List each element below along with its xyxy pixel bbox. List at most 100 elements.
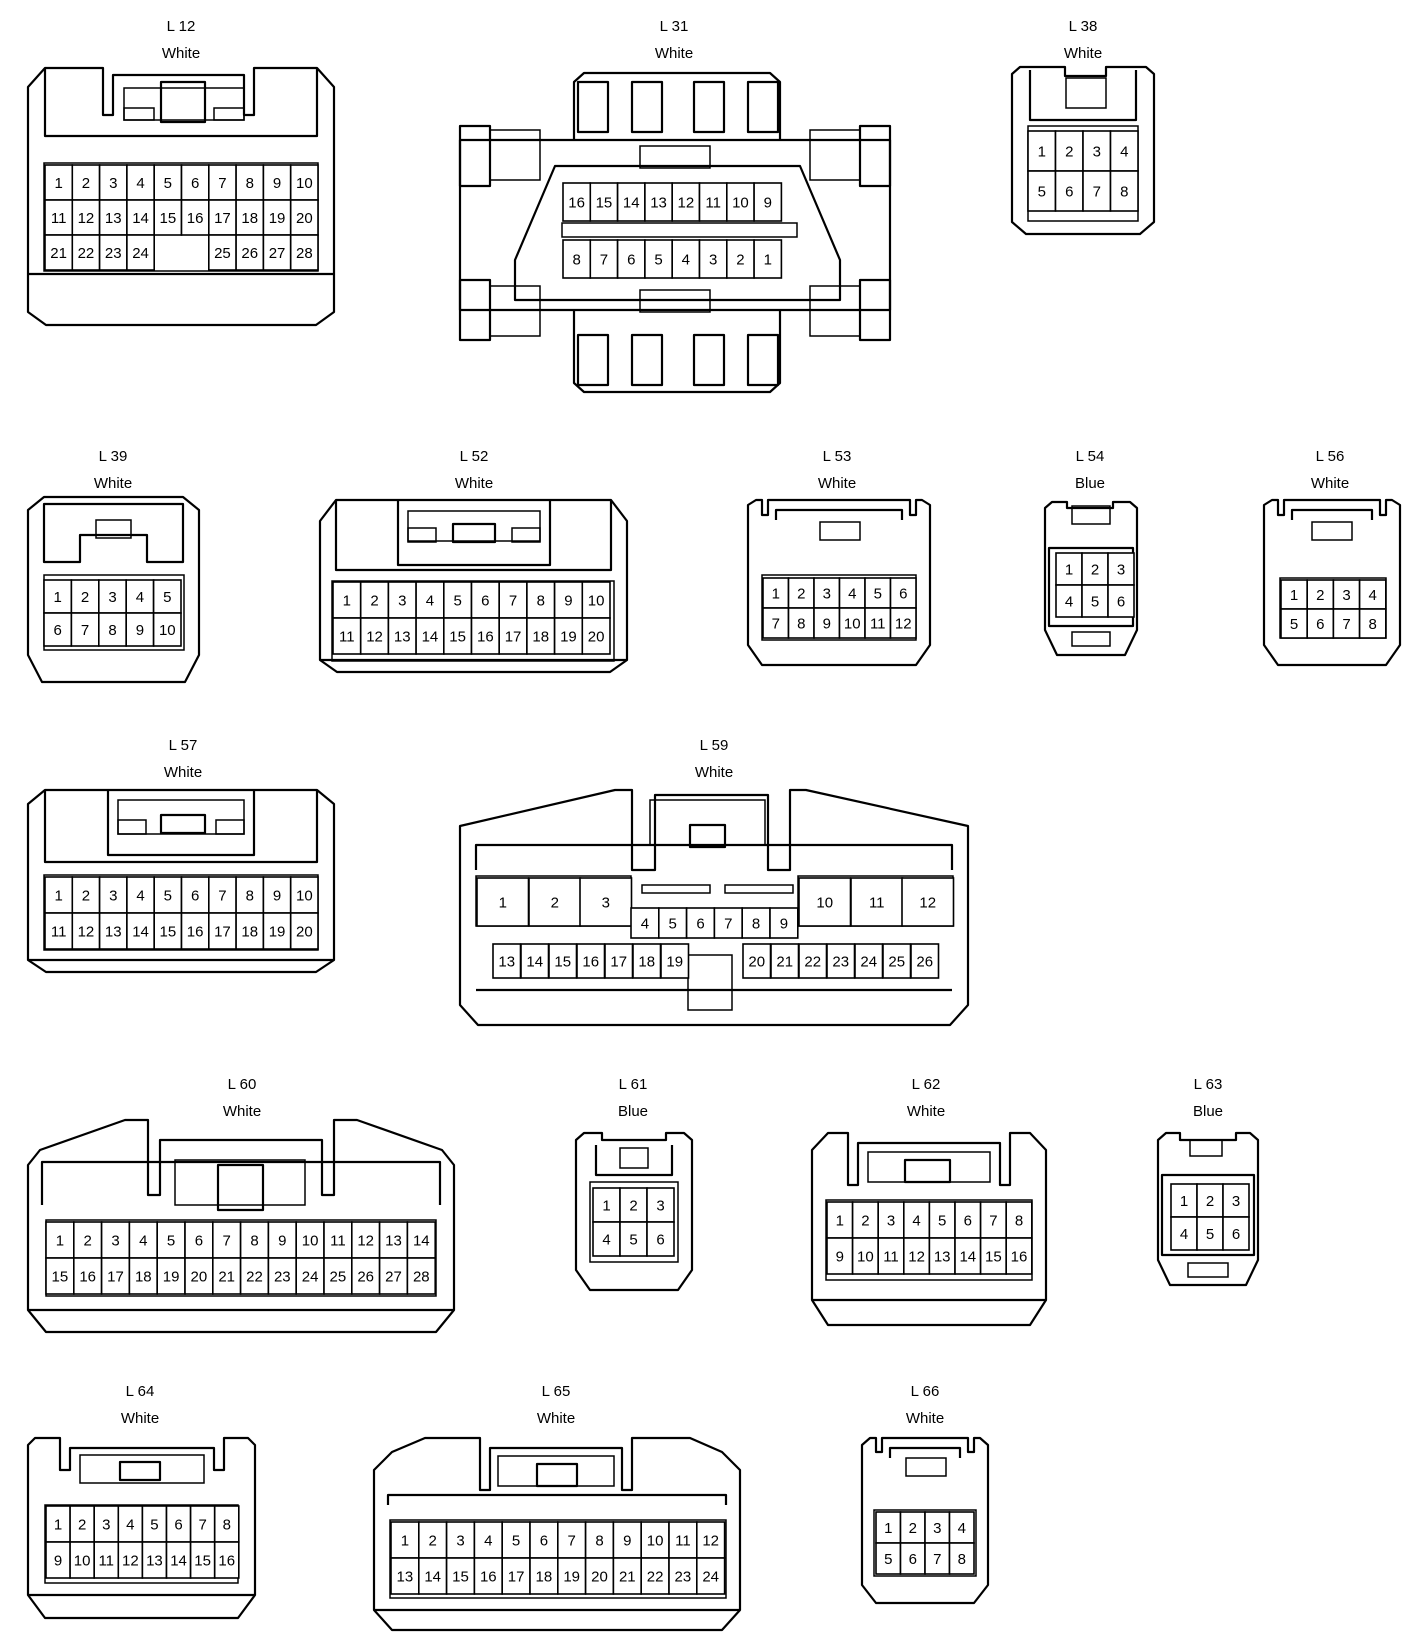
- l-60-pin-cell: [156, 1221, 186, 1259]
- l-57-pin-cell: [126, 876, 156, 914]
- l-53-pin-cell: [864, 577, 892, 609]
- l-60-pin-11: 11: [330, 1233, 346, 1250]
- l-56-pin-2: 2: [1316, 587, 1324, 604]
- l-64-pin-7: 7: [198, 1517, 206, 1534]
- l-60-pin-4: 4: [139, 1233, 147, 1250]
- l-66-pin-4: 4: [958, 1520, 966, 1537]
- l-31-housing-part: [639, 145, 711, 169]
- l-12-pin-cell: [262, 234, 292, 271]
- l-65-pin-9: 9: [623, 1533, 631, 1550]
- l-59-pin-15: 15: [554, 954, 571, 971]
- l-60-pin-cell: [378, 1257, 409, 1295]
- l-60-pin-18: 18: [135, 1269, 152, 1286]
- l-12-pin-28: 28: [296, 245, 313, 262]
- l-52-pin-cell: [581, 581, 611, 619]
- l-59-pin-14: 14: [526, 954, 543, 971]
- l-39-color-label: White: [94, 475, 132, 492]
- l-63-pin-3: 3: [1232, 1193, 1240, 1210]
- l-59-pin-cell: [660, 943, 690, 979]
- l-64-pin-cell: [69, 1505, 95, 1543]
- l-65-housing: [386, 1493, 728, 1505]
- l-62-pin-6: 6: [964, 1213, 972, 1230]
- l-60-pin-22: 22: [246, 1269, 263, 1286]
- l-61-housing: [574, 1131, 694, 1292]
- l-52-pin-cell: [332, 581, 362, 619]
- l-59-pin-19: 19: [666, 954, 683, 971]
- l-31-pin-3: 3: [709, 252, 717, 269]
- l-12-pin-cell: [289, 234, 319, 271]
- l-66-pin-cell: [875, 1542, 902, 1575]
- l-59-housing: [474, 843, 954, 870]
- l-66-pin-1: 1: [884, 1520, 892, 1537]
- l-59-pin-cell: [742, 943, 772, 979]
- l-57-pin-13: 13: [105, 924, 122, 941]
- l-31-housing-part: [746, 333, 780, 387]
- l-65-housing-part: [389, 1519, 727, 1599]
- l-31-pin-14: 14: [623, 195, 640, 212]
- l-57-housing-part: [159, 813, 207, 835]
- l-52-housing: [334, 500, 613, 572]
- l-59-pin-cell: [741, 907, 771, 939]
- l-59-housing-part: [687, 954, 733, 1011]
- l-60-pin-cell: [128, 1221, 158, 1259]
- l-54-pin-cell: [1107, 584, 1135, 618]
- l-62-color-label: White: [907, 1103, 945, 1120]
- l-31-housing-part: [746, 80, 780, 134]
- l-52-pin-12: 12: [366, 629, 383, 646]
- l-38-housing-part: [1065, 77, 1107, 109]
- l-60-pin-24: 24: [302, 1269, 319, 1286]
- l-59-pin-16: 16: [582, 954, 599, 971]
- l-12-pin-12: 12: [78, 210, 95, 227]
- l-59-pin-5: 5: [669, 916, 677, 933]
- l-12-pin-21: 21: [50, 245, 67, 262]
- l-59-pin-17: 17: [610, 954, 627, 971]
- l-38-pin-6: 6: [1065, 184, 1073, 201]
- l-65-pin-22: 22: [647, 1569, 664, 1586]
- l-64-pin-cell: [117, 1541, 144, 1579]
- l-66-pin-8: 8: [958, 1551, 966, 1568]
- l-65-pin-1: 1: [401, 1533, 409, 1550]
- l-31-id-label: L 31: [660, 18, 689, 35]
- l-38-pin-7: 7: [1093, 184, 1101, 201]
- l-12-pin-17: 17: [214, 210, 231, 227]
- l-66-pin-6: 6: [909, 1551, 917, 1568]
- l-31-housing-part: [561, 222, 798, 238]
- l-65-housing-part: [535, 1462, 579, 1488]
- l-64-pin-cell: [69, 1541, 95, 1579]
- l-12-pin-24: 24: [132, 245, 149, 262]
- l-62-pin-13: 13: [934, 1249, 951, 1266]
- l-57-pin-8: 8: [246, 888, 254, 905]
- l-62-housing: [810, 1131, 1048, 1327]
- l-53-pin-5: 5: [874, 586, 882, 603]
- l-31-pin-cell: [753, 239, 783, 279]
- l-59-pin-20: 20: [748, 954, 765, 971]
- l-59-pin-cell: [528, 877, 582, 927]
- l-12-pin-27: 27: [269, 245, 286, 262]
- l-64-pin-10: 10: [74, 1553, 91, 1570]
- l-63-pin-5: 5: [1206, 1226, 1214, 1243]
- l-64-pin-9: 9: [54, 1553, 62, 1570]
- l-54-pin-2: 2: [1091, 562, 1099, 579]
- l-63-pin-1: 1: [1180, 1193, 1188, 1210]
- l-62-pin-cell: [851, 1237, 879, 1275]
- l-57-pin-1: 1: [54, 888, 62, 905]
- l-12-pin-23: 23: [105, 245, 122, 262]
- l-59-pin-24: 24: [860, 954, 877, 971]
- l-60-pin-cell: [267, 1257, 297, 1295]
- l-31-pin-4: 4: [682, 252, 690, 269]
- l-61-pin-1: 1: [602, 1198, 610, 1215]
- l-65-pin-8: 8: [595, 1533, 603, 1550]
- l-31-pin-15: 15: [596, 195, 613, 212]
- l-53-housing: [774, 508, 904, 520]
- l-52-pin-13: 13: [394, 629, 411, 646]
- l-31-housing: [572, 310, 782, 394]
- l-65-pin-14: 14: [424, 1569, 441, 1586]
- l-63-color-label: Blue: [1193, 1103, 1223, 1120]
- l-39-pin-cell: [70, 612, 100, 647]
- l-60-pin-1: 1: [56, 1233, 64, 1250]
- l-57-pin-6: 6: [191, 888, 199, 905]
- l-39-housing: [42, 502, 185, 564]
- l-53-pin-cell: [889, 607, 917, 639]
- l-52-pin-cell: [553, 617, 584, 655]
